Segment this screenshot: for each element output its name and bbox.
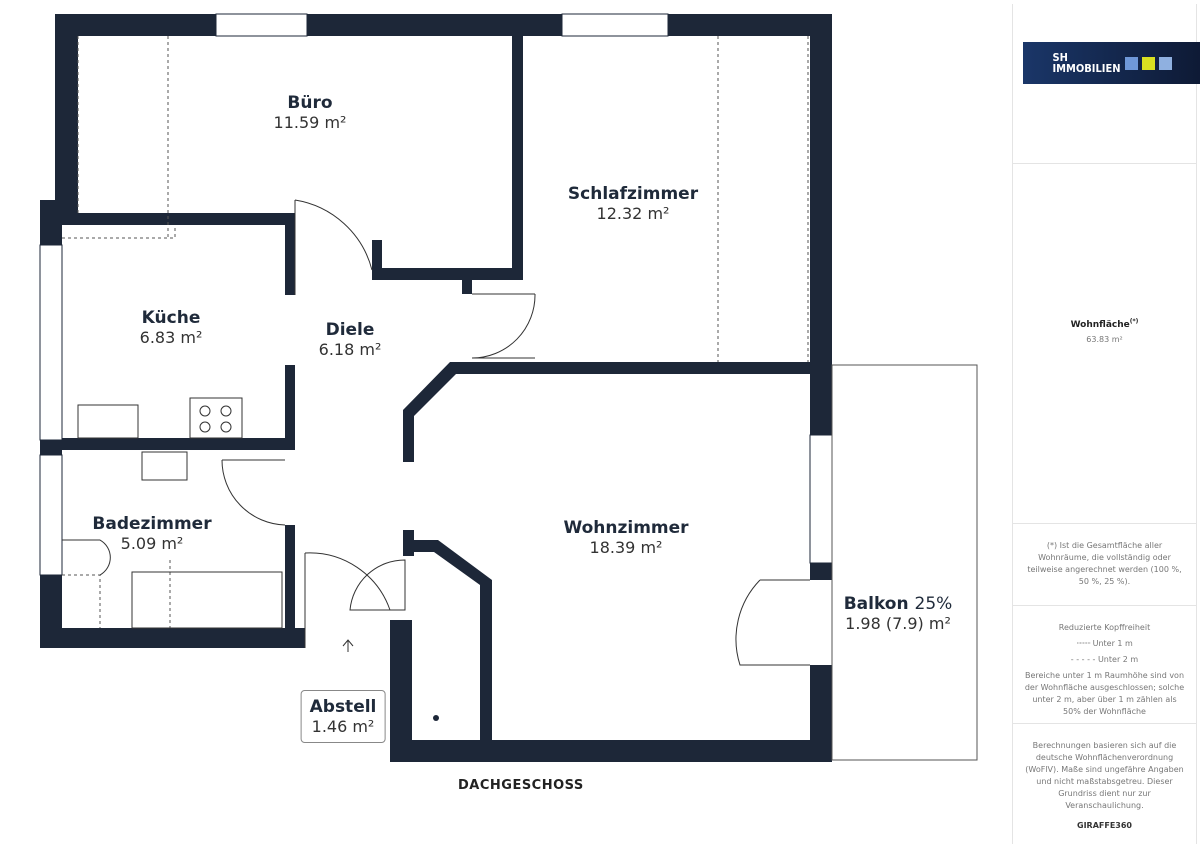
- room-share: 25%: [914, 594, 953, 614]
- room-area: 6.83 m²: [139, 328, 203, 347]
- room-area: 1.46 m²: [311, 717, 375, 736]
- room-area: 1.98 (7.9) m²: [845, 614, 951, 633]
- room-name: Büro: [287, 93, 333, 113]
- room-name: Diele: [325, 320, 375, 340]
- walls: [40, 14, 832, 762]
- calculation-note: Berechnungen basieren sich auf die deuts…: [1025, 741, 1184, 810]
- room-area: 6.18 m²: [318, 340, 382, 359]
- room-balkon: Balkon 25%1.98 (7.9) m²: [844, 594, 953, 633]
- room-name: Schlafzimmer: [567, 184, 699, 204]
- room-area: 12.32 m²: [596, 204, 670, 223]
- room-area: 11.59 m²: [273, 113, 347, 132]
- headroom-title: Reduzierte Kopffreiheit: [1058, 623, 1151, 632]
- room-area: 18.39 m²: [589, 538, 663, 557]
- room-name: Wohnzimmer: [563, 518, 689, 538]
- room-area: 5.09 m²: [120, 534, 184, 553]
- room-name: Badezimmer: [92, 514, 212, 534]
- room-name: Abstell: [309, 697, 377, 717]
- brand-label: GIRAFFE360: [1077, 821, 1132, 830]
- room-name: Balkon: [843, 594, 909, 614]
- headroom-note: Bereiche unter 1 m Raumhöhe sind von der…: [1024, 671, 1185, 716]
- room-name: Küche: [141, 308, 201, 328]
- legend-under-2m: Unter 2 m: [1097, 655, 1139, 664]
- living-area-value: 63.83 m²: [1086, 335, 1123, 344]
- area-note: (*) Ist die Gesamtfläche aller Wohnräume…: [1013, 524, 1196, 606]
- legend-under-1m: Unter 1 m: [1092, 639, 1133, 648]
- doors: [221, 199, 978, 761]
- living-area-label: Wohnfläche: [1070, 320, 1130, 330]
- floor-plan: [39, 13, 978, 762]
- floor-label: DACHGESCHOSS: [458, 778, 584, 793]
